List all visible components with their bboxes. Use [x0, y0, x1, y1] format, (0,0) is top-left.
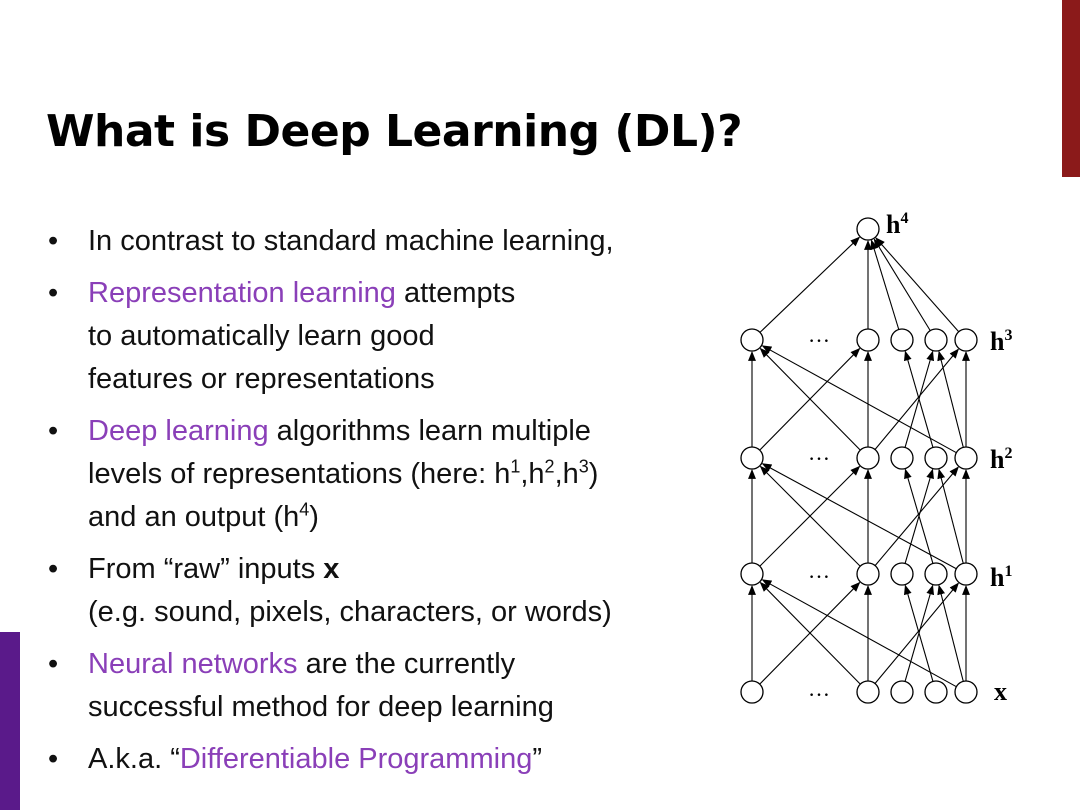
bullet-item-5: • Neural networks are the currently succ…: [44, 643, 734, 729]
edge-h2-h3: [761, 345, 957, 454]
label-h1: h1: [990, 563, 1012, 592]
highlight-term: Differentiable Programming: [179, 743, 533, 775]
bullet-dot: •: [48, 648, 59, 680]
node-h4: [856, 217, 880, 241]
node-x-3: [924, 680, 948, 704]
node-h2-1: [856, 446, 880, 470]
bullet-item-4: • From “raw” inputs x (e.g. sound, pixel…: [44, 548, 734, 634]
edge-h1-h2: [904, 468, 934, 564]
bullet-list: • In contrast to standard machine learni…: [44, 220, 734, 790]
ellipsis-x: …: [808, 676, 830, 701]
highlight-term: Deep learning: [88, 415, 269, 447]
node-x-0: [740, 680, 764, 704]
ellipsis-h1: …: [808, 558, 830, 583]
node-h1-3: [924, 562, 948, 586]
edge-h3-h4: [875, 237, 960, 333]
node-h1-1: [856, 562, 880, 586]
bullet-dot: •: [48, 553, 59, 585]
bullet-dot: •: [48, 225, 59, 257]
ellipsis-h2: …: [808, 440, 830, 465]
node-h3-3: [924, 328, 948, 352]
edge-h2-h3: [874, 348, 959, 450]
edge-x-h1: [761, 579, 957, 688]
edge-h3-h4: [759, 236, 861, 333]
network-edges: [748, 236, 970, 688]
edge-h3-h4: [870, 239, 900, 330]
bullet-item-3: • Deep learning algorithms learn multipl…: [44, 410, 734, 539]
edge-x-h1: [937, 584, 964, 682]
ellipsis-h3: …: [808, 322, 830, 347]
network-nodes: [740, 217, 978, 704]
bullet-dot: •: [48, 743, 59, 775]
edge-h2-h3: [937, 350, 964, 448]
highlight-term: Neural networks: [88, 648, 298, 680]
edge-h2-h3: [903, 350, 934, 448]
bullet-dot: •: [48, 415, 59, 447]
bullet-item-2: • Representation learning attempts to au…: [44, 272, 734, 401]
node-h1-2: [890, 562, 914, 586]
edge-h1-h2: [761, 463, 957, 570]
bullet-item-6: • A.k.a. “Differentiable Programming”: [44, 738, 734, 781]
bullet-dot: •: [48, 277, 59, 309]
label-x: x: [994, 677, 1007, 706]
node-x-2: [890, 680, 914, 704]
node-h2-4: [954, 446, 978, 470]
node-h3-1: [856, 328, 880, 352]
label-h4: h4: [886, 210, 908, 239]
node-h3-2: [890, 328, 914, 352]
edge-x-h1: [759, 581, 861, 685]
node-h3-4: [954, 328, 978, 352]
node-x-4: [954, 680, 978, 704]
edge-h3-h4: [873, 238, 931, 331]
network-diagram: … … … … h4 h3 h2 h1 x: [740, 210, 1012, 706]
edge-x-h1: [874, 582, 959, 684]
node-h1-0: [740, 562, 764, 586]
edge-h2-h3: [759, 347, 861, 451]
node-h2-0: [740, 446, 764, 470]
edge-x-h1: [903, 584, 934, 682]
edge-h1-h2: [759, 465, 861, 567]
slide-title: What is Deep Learning (DL)?: [46, 106, 743, 157]
edge-h1-h2: [937, 468, 964, 564]
node-h2-3: [924, 446, 948, 470]
accent-bar-top: [1062, 0, 1080, 177]
edge-h1-h2: [874, 466, 959, 566]
ellipsis-labels: … … … …: [808, 322, 830, 701]
highlight-term: Representation learning: [88, 277, 396, 309]
accent-bar-left: [0, 632, 20, 810]
node-h2-2: [890, 446, 914, 470]
bullet-item-1: • In contrast to standard machine learni…: [44, 220, 734, 263]
node-h1-4: [954, 562, 978, 586]
node-x-1: [856, 680, 880, 704]
label-h2: h2: [990, 445, 1012, 474]
label-h3: h3: [990, 327, 1012, 356]
node-h3-0: [740, 328, 764, 352]
